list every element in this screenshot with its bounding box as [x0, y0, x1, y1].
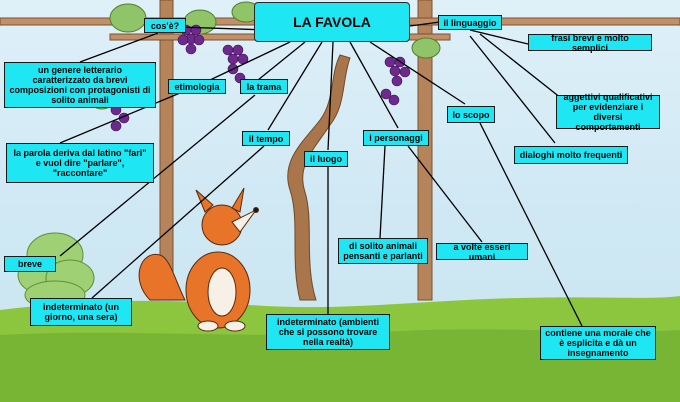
connector-scopo-morale	[479, 122, 583, 327]
fox-illustration	[138, 187, 259, 332]
node-aggettivi: aggettivi qualificativi per evidenziare …	[556, 92, 660, 132]
node-tempo-indeterminato: indeterminato (un giorno, una sera)	[30, 298, 132, 326]
node-morale: contiene una morale che è esplicita e dà…	[540, 326, 656, 360]
connector-etimologia	[209, 41, 291, 81]
connector-tempo-indet	[91, 145, 265, 299]
connector-personaggi-animali	[379, 145, 386, 239]
connector-scopo	[369, 41, 466, 105]
connector-linguaggio-aggettivi	[479, 33, 567, 103]
node-linguaggio: il linguaggio	[438, 15, 502, 30]
connector-trama-breve	[59, 94, 256, 257]
node-cose: cos'è?	[144, 18, 186, 33]
connector-linguaggio	[409, 21, 441, 27]
diagram-title: LA FAVOLA	[254, 2, 410, 42]
node-personaggi: i personaggi	[363, 130, 429, 146]
connector-personaggi-umani	[407, 145, 483, 243]
node-luogo-indeterminato: indeterminato (ambienti che si possono t…	[266, 314, 390, 350]
vine-trunk	[287, 54, 351, 301]
connector-cose-genere	[79, 32, 159, 63]
connector-trama	[257, 41, 306, 81]
connector-linguaggio-frasi	[469, 29, 529, 45]
node-luogo: il luogo	[304, 151, 348, 167]
node-tempo: il tempo	[242, 131, 290, 146]
node-dialoghi: dialoghi molto frequenti	[514, 146, 628, 164]
connector-luogo	[327, 41, 334, 151]
connector-etimologia-deriva	[59, 92, 181, 144]
node-scopo: lo scopo	[447, 106, 495, 123]
node-umani: a volte esseri umani	[436, 242, 528, 262]
node-frasi: frasi brevi e molto semplici	[528, 33, 652, 53]
connector-linguaggio-dialoghi	[469, 35, 556, 144]
connector-tempo	[267, 41, 323, 131]
node-breve: breve	[4, 256, 56, 272]
connector-personaggi	[349, 41, 399, 129]
node-etimologia: etimologia	[168, 79, 226, 94]
grass-shade	[0, 329, 680, 402]
title-text: LA FAVOLA	[293, 14, 371, 30]
node-genere: un genere letterario caratterizzato da b…	[4, 62, 156, 108]
node-deriva: la parola deriva dal latino "fari" e vuo…	[6, 143, 154, 183]
node-animali: di solito animali pensanti e parlanti	[338, 238, 428, 264]
node-trama: la trama	[240, 79, 288, 94]
